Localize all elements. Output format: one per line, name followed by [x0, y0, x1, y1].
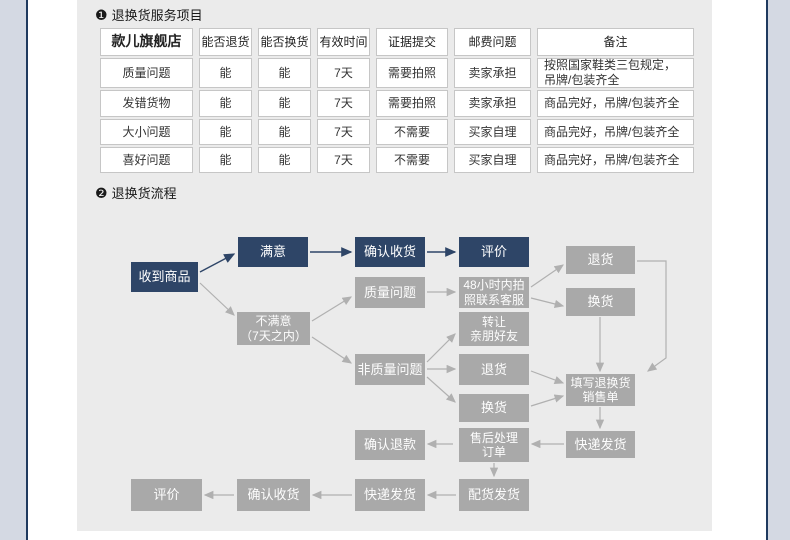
- node-exchange-mid: 换货: [459, 394, 529, 422]
- section-title-service-text: 退换货服务项目: [111, 8, 203, 23]
- frame-line-right: [766, 0, 768, 540]
- table-cell: 不需要: [376, 147, 448, 173]
- table-cell: 不需要: [376, 119, 448, 145]
- table-cell: 7天: [317, 147, 370, 173]
- table-cell: 质量问题: [100, 58, 193, 88]
- table-cell: 7天: [317, 90, 370, 117]
- node-confirm-receipt-bottom: 确认收货: [237, 479, 310, 511]
- node-review-top: 评价: [459, 237, 529, 267]
- node-aftersales-order: 售后处理 订单: [459, 428, 529, 462]
- node-unsatisfied-7days: 不满意 （7天之内）: [237, 312, 310, 345]
- node-receive-goods: 收到商品: [131, 262, 198, 292]
- bullet-2-icon: ❷: [95, 184, 108, 201]
- node-transfer-friends: 转让 亲朋好友: [459, 312, 529, 346]
- node-contact-service-48h: 48小时内拍 照联系客服: [459, 277, 529, 308]
- frame-line-left: [26, 0, 28, 540]
- node-return-mid: 退货: [459, 354, 529, 385]
- section-title-process: ❷ 退换货流程: [95, 183, 177, 202]
- node-ship-express-bottom: 快递发货: [355, 479, 425, 511]
- table-header-cell: 邮费问题: [454, 28, 531, 56]
- node-quality-issue: 质量问题: [355, 277, 425, 308]
- table-header-cell: 备注: [537, 28, 694, 56]
- table-cell: 商品完好，吊牌/包装齐全: [537, 119, 694, 145]
- node-confirm-refund: 确认退款: [355, 430, 425, 460]
- node-satisfied: 满意: [238, 237, 308, 267]
- node-exchange-top: 换货: [566, 288, 635, 316]
- table-cell: 大小问题: [100, 119, 193, 145]
- table-cell: 商品完好，吊牌/包装齐全: [537, 147, 694, 173]
- table-cell: 发错货物: [100, 90, 193, 117]
- table-cell: 能: [258, 119, 311, 145]
- table-cell: 能: [258, 90, 311, 117]
- table-cell: 按照国家鞋类三包规定，吊牌/包装齐全: [537, 58, 694, 88]
- table-cell: 卖家承担: [454, 90, 531, 117]
- table-cell: 能: [199, 147, 252, 173]
- table-header-cell: 能否退货: [199, 28, 252, 56]
- section-title-process-text: 退换货流程: [111, 186, 177, 201]
- table-cell: 能: [258, 147, 311, 173]
- table-cell: 7天: [317, 58, 370, 88]
- table-header-cell: 款儿旗舰店: [100, 28, 193, 56]
- table-cell: 商品完好，吊牌/包装齐全: [537, 90, 694, 117]
- section-title-service: ❶ 退换货服务项目: [95, 5, 203, 24]
- node-return-top: 退货: [566, 246, 635, 274]
- bullet-1-icon: ❶: [95, 6, 108, 23]
- table-cell: 能: [199, 90, 252, 117]
- table-cell: 需要拍照: [376, 58, 448, 88]
- table-header-cell: 有效时间: [317, 28, 370, 56]
- node-dispatch-goods: 配货发货: [459, 479, 529, 511]
- table-cell: 能: [258, 58, 311, 88]
- table-cell: 卖家承担: [454, 58, 531, 88]
- table-cell: 喜好问题: [100, 147, 193, 173]
- table-header-cell: 证据提交: [376, 28, 448, 56]
- outer-border-left: [0, 0, 26, 540]
- node-fill-return-form: 填写退换货 销售单: [566, 374, 635, 406]
- table-cell: 能: [199, 119, 252, 145]
- node-confirm-receipt-top: 确认收货: [355, 237, 425, 267]
- table-cell: 需要拍照: [376, 90, 448, 117]
- table-cell: 买家自理: [454, 147, 531, 173]
- table-header-cell: 能否换货: [258, 28, 311, 56]
- node-review-bottom: 评价: [131, 479, 202, 511]
- node-ship-express-right: 快递发货: [566, 431, 635, 458]
- node-non-quality-issue: 非质量问题: [355, 354, 425, 385]
- table-cell: 能: [199, 58, 252, 88]
- outer-border-right: [768, 0, 790, 540]
- table-cell: 7天: [317, 119, 370, 145]
- table-cell: 买家自理: [454, 119, 531, 145]
